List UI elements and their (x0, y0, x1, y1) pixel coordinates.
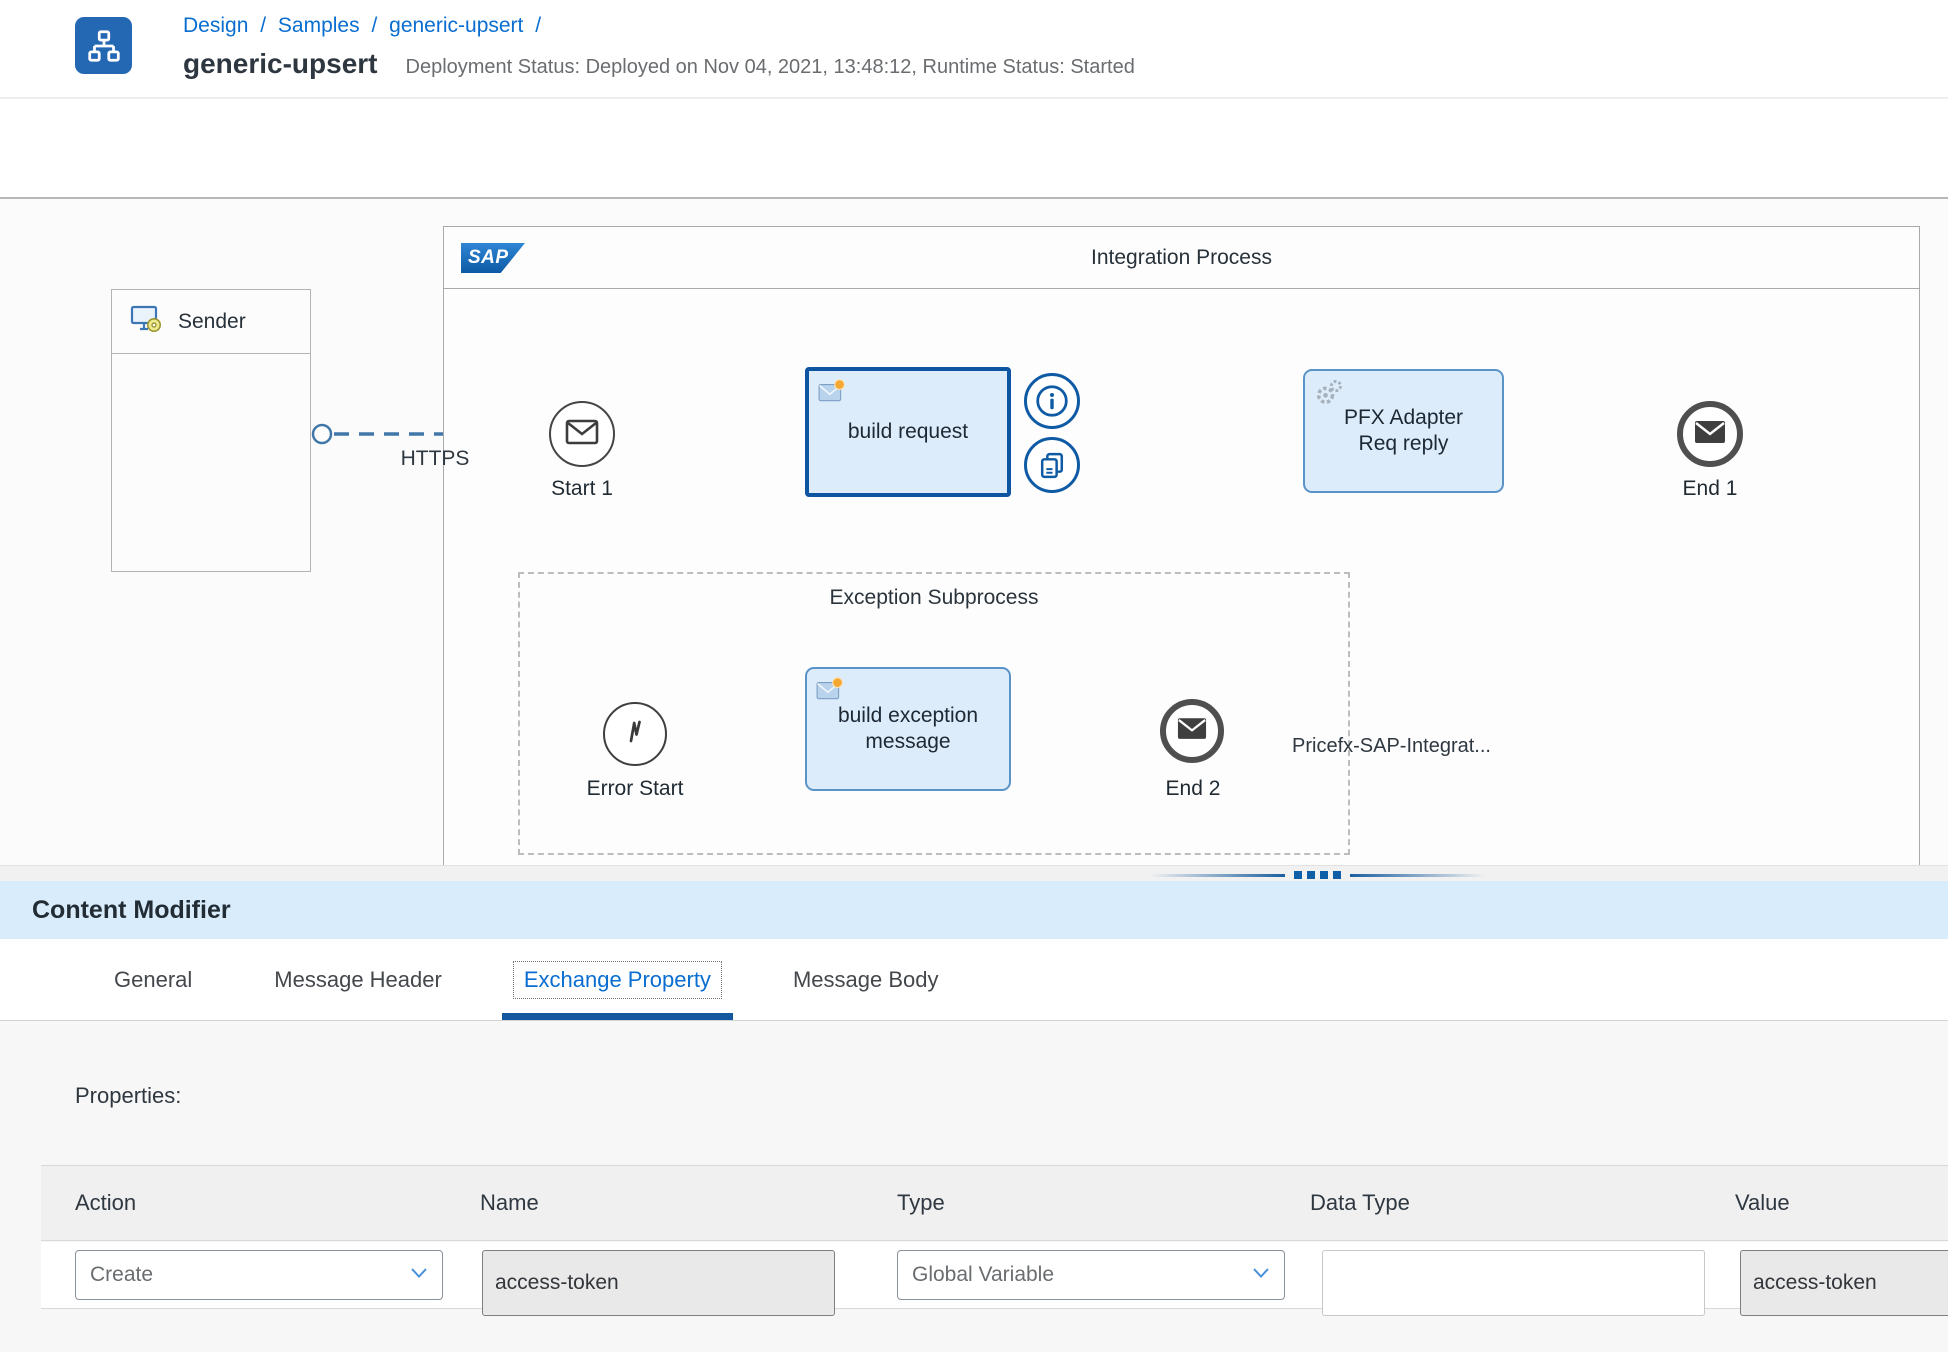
page-header: Design / Samples / generic-upsert / gene… (0, 0, 1948, 98)
column-header-action: Action (75, 1190, 137, 1215)
error-bolt-icon (620, 717, 650, 752)
end-event-2-label: End 2 (1165, 777, 1221, 800)
build-exception-step[interactable]: build exception message (805, 667, 1011, 791)
splitter-dots (1294, 871, 1341, 879)
splitter-line (1150, 873, 1285, 877)
column-header-name: Name (480, 1190, 539, 1215)
property-panel-header: Content Modifier (0, 881, 1948, 939)
breadcrumb-link-design[interactable]: Design (183, 14, 249, 37)
end-event-1-label: End 1 (1682, 477, 1738, 500)
properties-label: Properties: (75, 1083, 182, 1108)
tab-message-header[interactable]: Message Header (274, 966, 442, 992)
breadcrumb-separator: / (535, 14, 542, 37)
content-modifier-icon (816, 677, 844, 708)
tab-exchange-property[interactable]: Exchange Property (501, 960, 734, 1020)
property-tabs: General Message Header Exchange Property… (0, 939, 1948, 1021)
breadcrumb-link-generic-upsert[interactable]: generic-upsert (389, 14, 524, 37)
pfx-adapter-step[interactable]: PFX Adapter Req reply (1303, 369, 1504, 493)
integration-flow-icon (75, 17, 132, 74)
exception-subprocess[interactable]: Exception Subprocess (518, 572, 1350, 855)
pfx-adapter-label-line1: PFX Adapter (1343, 406, 1464, 429)
exception-subprocess-title: Exception Subprocess (829, 586, 1039, 609)
sender-participant[interactable]: Sender (111, 289, 311, 572)
value-input[interactable] (1740, 1250, 1948, 1316)
info-button[interactable] (1024, 373, 1080, 429)
tab-message-body[interactable]: Message Body (792, 966, 939, 992)
properties-table-header: Action Name Type Data Type Value (41, 1165, 1948, 1241)
column-header-value: Value (1735, 1190, 1790, 1215)
splitter-drag-handle[interactable] (1150, 871, 1490, 879)
property-table-row: Create Global Variable (41, 1242, 1948, 1316)
exchange-property-content: Properties: Action Name Type Data Type V… (0, 1021, 1948, 1352)
build-request-step[interactable]: build request (805, 367, 1011, 497)
message-envelope-icon (565, 419, 599, 450)
property-sheet-panel: Content Modifier General Message Header … (0, 881, 1948, 1352)
end-event-1[interactable] (1677, 401, 1743, 467)
tab-general[interactable]: General (114, 966, 193, 992)
message-envelope-filled-icon (1177, 717, 1207, 745)
column-header-type: Type (897, 1190, 945, 1215)
receiver-flow-label: Pricefx-SAP-Integrat... (1292, 735, 1491, 757)
data-type-input[interactable] (1322, 1250, 1705, 1316)
breadcrumb-link-samples[interactable]: Samples (277, 14, 360, 37)
error-start-label: Error Start (586, 777, 684, 800)
iflow-canvas: Sender SAP Integration Process HTTPS Sta… (0, 199, 1948, 865)
sender-system-icon (130, 304, 164, 340)
build-request-label: build request (847, 420, 969, 443)
deployment-status-text: Deployment Status: Deployed on Nov 04, 2… (405, 56, 1135, 78)
breadcrumb: Design / Samples / generic-upsert / (183, 14, 547, 38)
action-select-value: Create (90, 1263, 154, 1286)
pfx-adapter-label-line2: Req reply (1358, 432, 1449, 455)
build-exception-label: build exception message (837, 704, 979, 753)
gears-icon (1314, 379, 1344, 414)
content-modifier-icon (818, 379, 846, 410)
page-title: generic-upsert (183, 48, 378, 79)
end-event-2[interactable] (1160, 699, 1224, 763)
breadcrumb-separator: / (371, 14, 378, 37)
splitter-line (1350, 873, 1485, 877)
name-input[interactable] (482, 1250, 835, 1316)
breadcrumb-separator: / (260, 14, 267, 37)
duplicate-button[interactable] (1024, 437, 1080, 493)
error-start-event[interactable] (603, 702, 667, 766)
editor-toolbar: ? (0, 98, 1948, 295)
pool-title: Integration Process (1091, 246, 1272, 269)
type-select-value: Global Variable (912, 1263, 1055, 1286)
chevron-down-icon (1252, 1266, 1270, 1284)
panel-splitter (0, 865, 1948, 881)
type-select[interactable]: Global Variable (897, 1250, 1285, 1300)
message-envelope-filled-icon (1694, 420, 1726, 449)
column-header-data-type: Data Type (1310, 1190, 1410, 1215)
property-panel-title: Content Modifier (32, 895, 231, 924)
start-event-label: Start 1 (551, 477, 613, 500)
chevron-down-icon (410, 1266, 428, 1284)
start-event[interactable] (549, 401, 615, 467)
https-flow-label: HTTPS (400, 447, 470, 470)
action-select[interactable]: Create (75, 1250, 443, 1300)
sender-label: Sender (178, 309, 246, 333)
